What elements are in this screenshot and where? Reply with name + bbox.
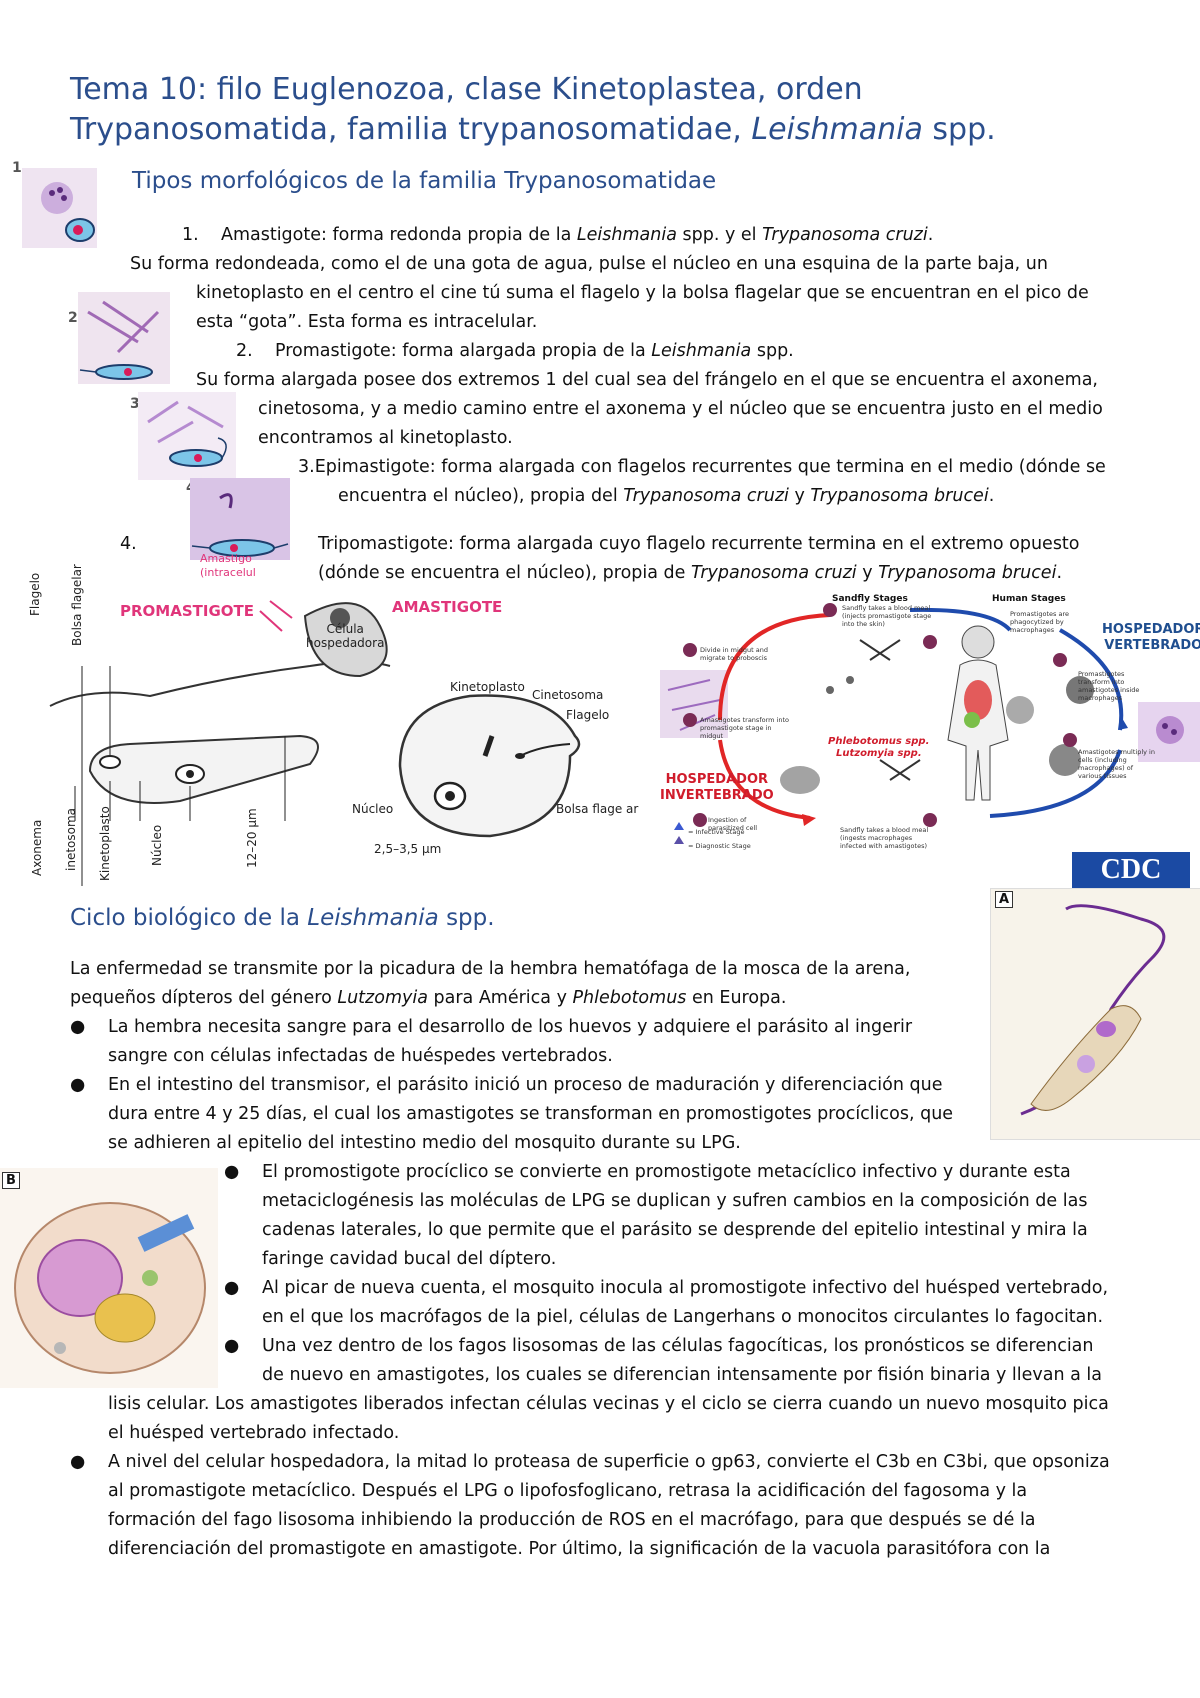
axonema-label: Axonema (30, 819, 44, 876)
bullet-1: ● La hembra necesita sangre para el desa… (70, 1013, 912, 1071)
list-item-epimastigote: 3.Epimastigote: forma alargada con flage… (298, 457, 1106, 477)
nucleo-vertical-label: Núcleo (150, 824, 164, 866)
list-item-promastigote: 2. Promastigote: forma alargada propia d… (236, 341, 794, 361)
panel-b-figure: B (0, 1168, 218, 1388)
legend-diagnostic-label: = Diagnostic Stage (688, 842, 751, 850)
bullet-dot: ● (70, 1452, 86, 1472)
cinetosoma-vertical-label: inetosoma (64, 807, 78, 871)
nucleo-label: Núcleo (352, 802, 394, 816)
intro-line-2: pequeños dípteros del género Lutzomyia p… (70, 988, 787, 1008)
step-4-label: Amastigotes multiply in cells (including… (1078, 748, 1155, 780)
page-title: Tema 10: filo Euglenozoa, clase Kinetopl… (70, 72, 996, 147)
amastigote-figure-label: AMASTIGOTE (392, 598, 503, 616)
legend-infective-label: = Infective Stage (688, 828, 745, 836)
tripomastigote-thumbnail (190, 478, 290, 560)
bullet-5: ● Una vez dentro de los fagos lisosomas … (224, 1332, 1102, 1390)
host-cell-label: Célula hospedadora (306, 622, 385, 650)
step-1-label: Sandfly takes a blood meal (injects prom… (842, 604, 932, 628)
intro-line-1: La enfermedad se transmite por la picadu… (70, 959, 911, 979)
tripomastigote-description: (dónde se encuentra el núcleo), propia d… (318, 563, 1063, 583)
genus-lutzomyia-label: Lutzomyia spp. (836, 748, 922, 759)
thumb-number-3: 3 (130, 396, 140, 412)
bullet-dot: ● (70, 1075, 86, 1095)
bolsa-flagelar-label: Bolsa flagelar (70, 564, 84, 646)
flagelo-label: Flagelo (28, 572, 42, 616)
genus-phlebotomus-label: Phlebotomus spp. (828, 736, 930, 747)
invertebrate-host-label: HOSPEDADOR INVERTEBRADO (660, 772, 774, 803)
tripomastigote-cell-icon (191, 493, 289, 557)
cinetosoma-label: Cinetosoma (532, 688, 604, 702)
amastigote-size-label: 2,5–3,5 µm (374, 842, 442, 856)
human-stages-label: Human Stages (992, 594, 1066, 604)
bullet-5-continued: lisis celular. Los amastigotes liberados… (108, 1394, 1109, 1443)
step-7-label: Amastigotes transform into promastigote … (700, 716, 789, 740)
bullet-dot: ● (224, 1162, 240, 1182)
amastigote-description-line-3: esta “gota”. Esta forma es intracelular. (196, 312, 538, 332)
bullet-4: ● Al picar de nueva cuenta, el mosquito … (224, 1274, 1108, 1332)
promastigote-figure-label: PROMASTIGOTE (120, 602, 254, 620)
promastigote-thumbnail (78, 292, 170, 384)
bullet-6: ● A nivel del celular hospedadora, la mi… (70, 1448, 1110, 1564)
promastigote-description-line-1: Su forma alargada posee dos extremos 1 d… (196, 370, 1098, 390)
promastigote-cell-icon (79, 300, 160, 380)
step-3-label: Promastigotes transform into amastigotes… (1078, 670, 1140, 702)
bolsa-flagelar-amastigote-label: Bolsa flage ar (556, 802, 639, 816)
life-cycle-figure: Sandfly Stages Human Stages HOSPEDADOR V… (660, 590, 1200, 890)
list-number-4: 4. (120, 534, 137, 554)
cdc-logo: CDC (1072, 852, 1190, 888)
epimastigote-description: encuentra el núcleo), propia del Trypano… (338, 486, 995, 506)
bullet-dot: ● (224, 1278, 240, 1298)
thumb-number-1: 1 (12, 160, 22, 176)
amastigote-thumbnail (22, 168, 97, 248)
sandfly-stages-label: Sandfly Stages (832, 594, 908, 604)
promastigote-ultrastructure (1020, 904, 1166, 1116)
bullet-dot: ● (70, 1017, 86, 1037)
flagelo-amastigote-label: Flagelo (566, 708, 610, 722)
step-6-label: Ingestion of parasitized cell (708, 816, 758, 832)
section-heading-morphology: Tipos morfológicos de la familia Trypano… (132, 168, 717, 194)
promastigote-size-label: 12–20 µm (245, 808, 259, 868)
thumb-number-2: 2 (68, 310, 78, 326)
amastigote-description-line-2: kinetoplasto en el centro el cine tú sum… (196, 283, 1089, 303)
step-2-label: Promastigotes are phagocytized by macrop… (1010, 610, 1069, 634)
morphology-drawing (49, 600, 581, 896)
kinetoplasto-vertical-label: Kinetoplasto (98, 806, 112, 881)
epimastigote-thumbnail (138, 392, 236, 480)
epimastigote-cell-icon (147, 400, 227, 467)
list-item-amastigote: 1. Amastigote: forma redonda propia de l… (182, 225, 934, 245)
list-item-tripomastigote: Tripomastigote: forma alargada cuyo flag… (318, 534, 1080, 554)
promastigote-description-line-3: encontramos al kinetoplasto. (258, 428, 513, 448)
cell-ultrastructure (14, 1202, 206, 1374)
bullet-dot: ● (224, 1336, 240, 1356)
morphology-figure: PROMASTIGOTE AMASTIGOTE Amastigo (intrac… (28, 552, 650, 896)
bullet-2: ● En el intestino del transmisor, el par… (70, 1071, 953, 1158)
life-cycle-drawing (660, 603, 1200, 844)
amastigote-description-line-1: Su forma redondeada, como el de una gota… (130, 254, 1048, 274)
panel-b-label: B (2, 1172, 20, 1189)
amastigote-cell-icon (41, 182, 95, 242)
step-8-label: Divide in midgut and migrate to probosci… (700, 646, 768, 662)
vertebrate-host-label: HOSPEDADOR VERTEBRADO (1102, 622, 1200, 653)
amastigote-intracellular-label: Amastigo (intracelul (200, 552, 256, 579)
step-5-label: Sandfly takes a blood meal (ingests macr… (840, 826, 929, 850)
panel-a-figure: A (990, 888, 1200, 1140)
section-heading-life-cycle: Ciclo biológico de la Leishmania spp. (70, 905, 495, 931)
kinetoplasto-label: Kinetoplasto (450, 680, 525, 694)
promastigote-description-line-2: cinetosoma, y a medio camino entre el ax… (258, 399, 1103, 419)
bullet-3: ● El promostigote procíclico se conviert… (224, 1158, 1088, 1274)
panel-a-label: A (995, 891, 1014, 908)
